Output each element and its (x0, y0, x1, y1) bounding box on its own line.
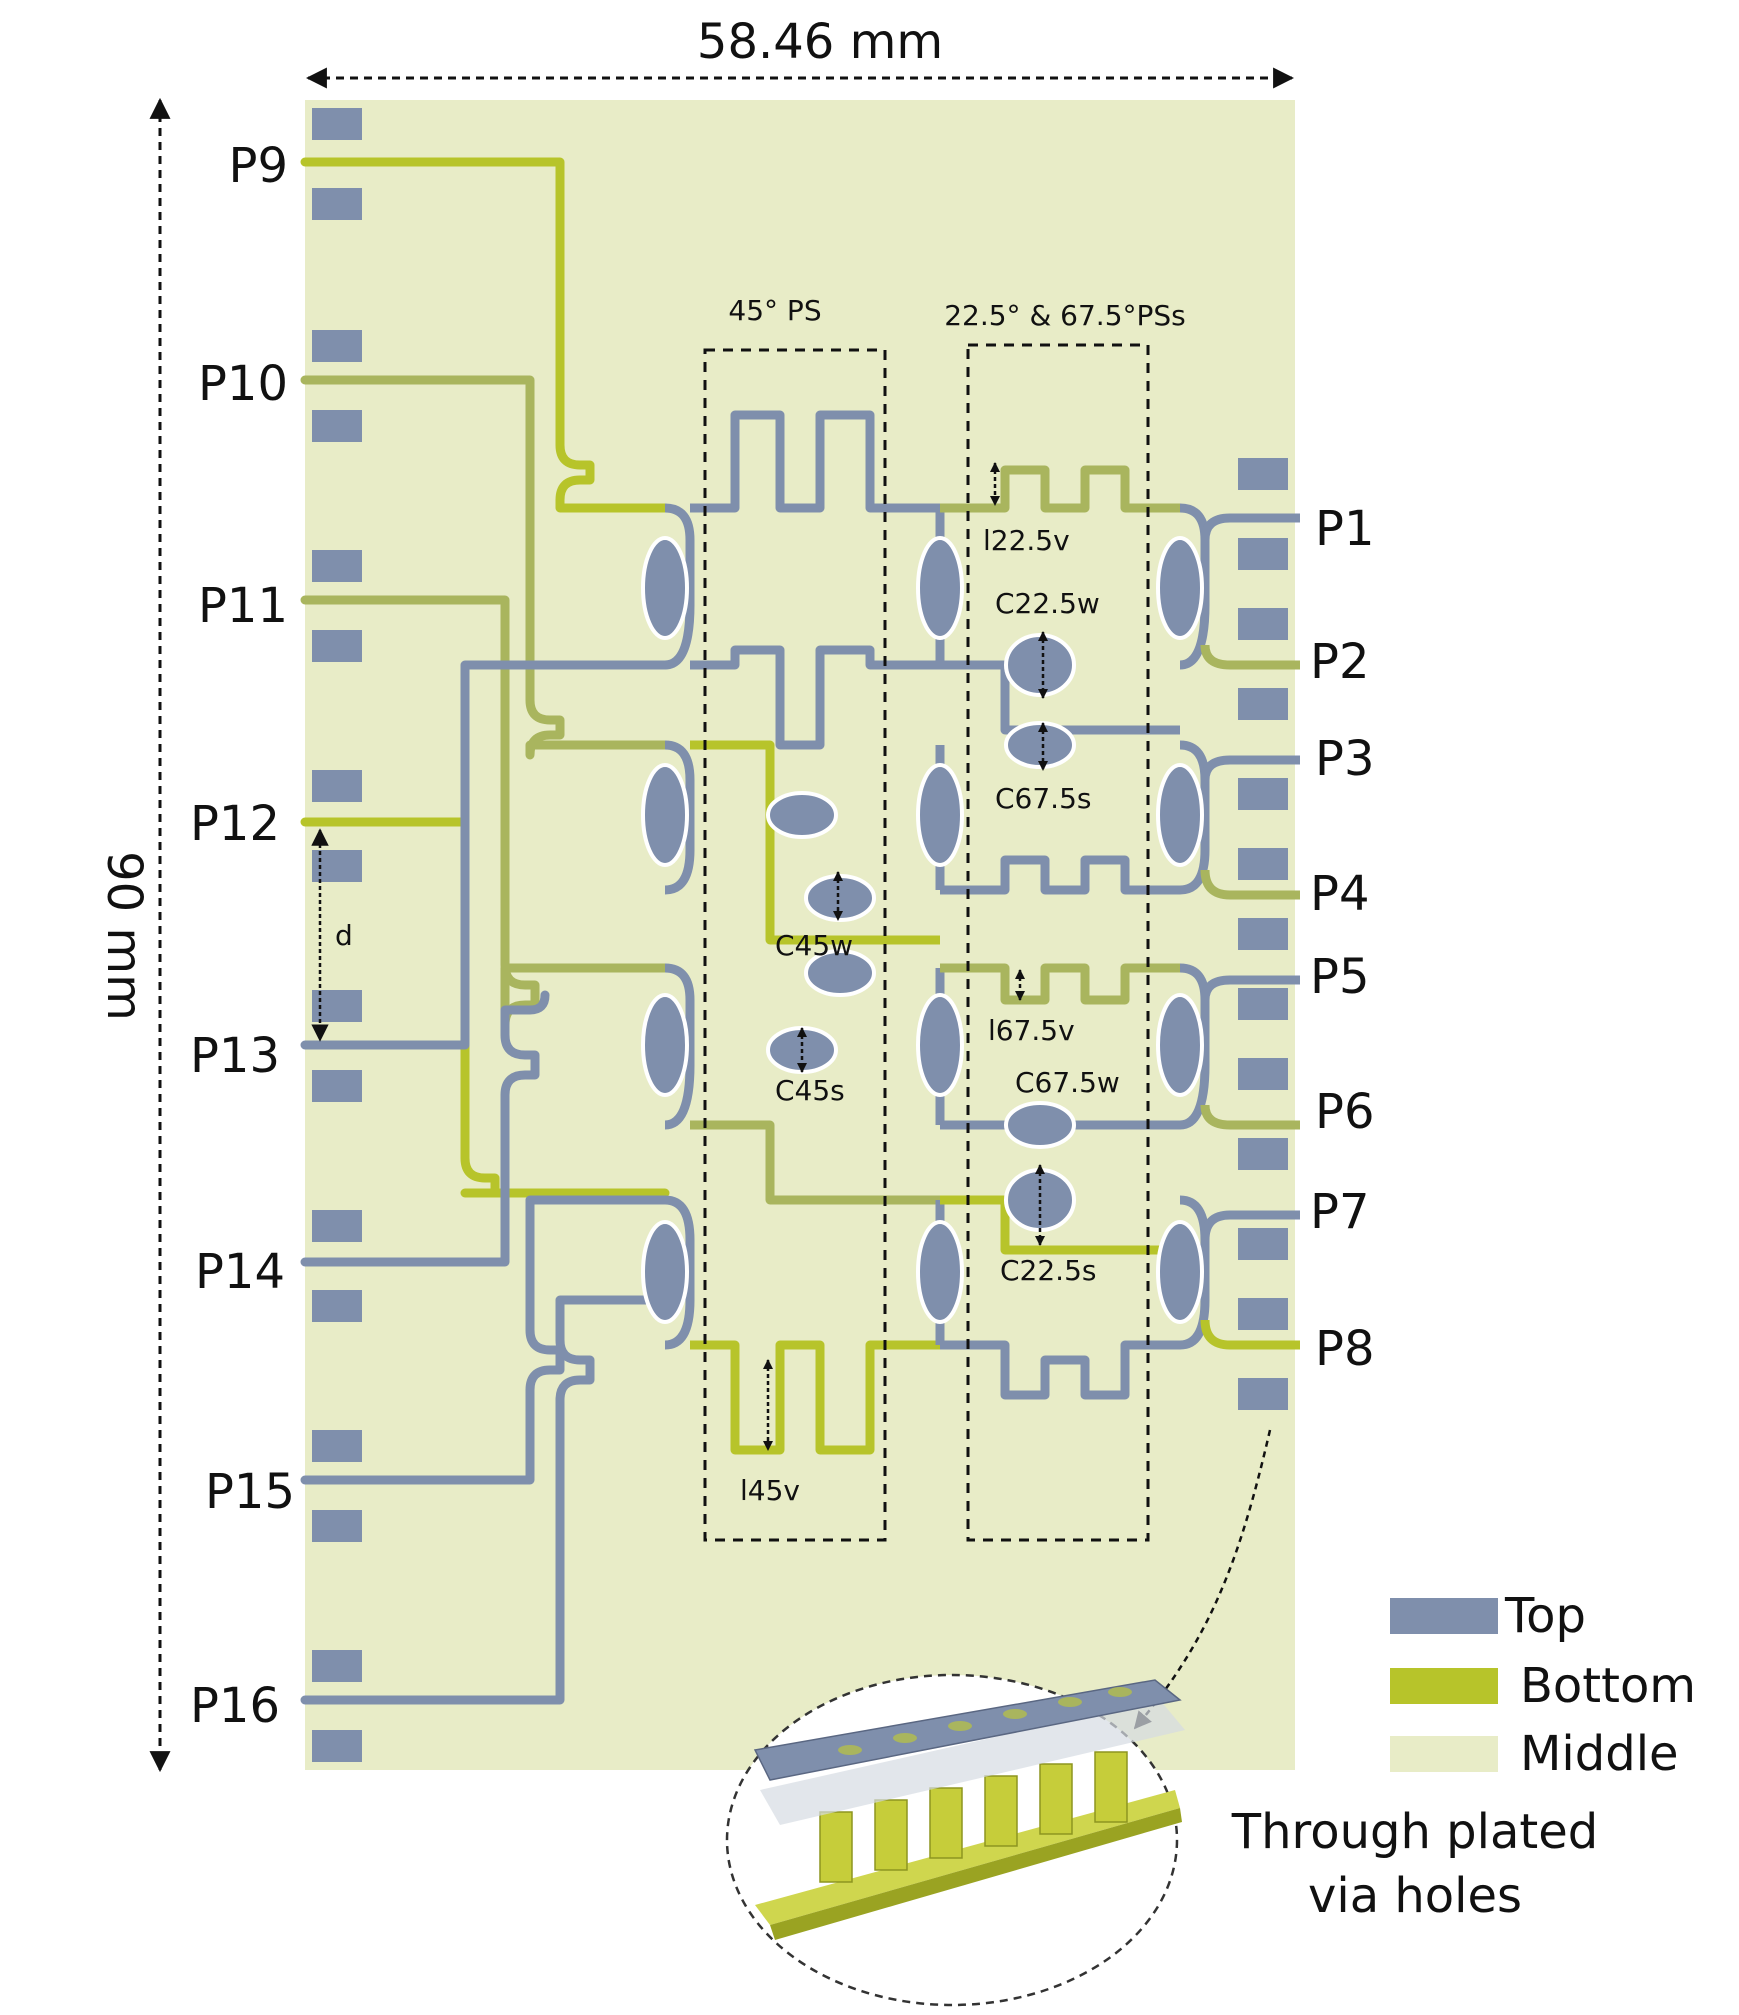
ps45-region-label: 45° PS (728, 294, 821, 327)
port-label: P4 (1310, 866, 1369, 922)
param-l45v: l45v (740, 1474, 800, 1507)
inset-caption-line2: via holes (1308, 1868, 1522, 1924)
param-c67-5w: C67.5w (1015, 1066, 1120, 1099)
ps45-region-box (703, 348, 887, 1542)
left-pad-column (312, 108, 362, 1762)
legend-label-bottom: Bottom (1520, 1658, 1696, 1714)
right-port-labels: P1 P2 P3 P4 P5 P6 P7 P8 (1310, 501, 1374, 1377)
legend-swatch-bottom (1390, 1668, 1498, 1704)
port-label: P15 (205, 1464, 295, 1520)
inset-caption-line1: Through plated (1231, 1804, 1598, 1860)
param-d: d (335, 919, 353, 952)
port-label: P12 (190, 796, 280, 852)
legend-swatch-middle (1390, 1736, 1498, 1772)
param-l22-5v: l22.5v (983, 524, 1070, 557)
port-label: P11 (198, 578, 288, 634)
port-label: P3 (1315, 731, 1374, 787)
param-c67-5s: C67.5s (995, 782, 1091, 815)
right-pad-column (1238, 458, 1288, 1410)
port-label: P16 (190, 1678, 280, 1734)
port-label: P10 (198, 356, 288, 412)
param-c45s: C45s (775, 1074, 845, 1107)
ps-pair-region-box (966, 343, 1150, 1542)
legend: Top Bottom Middle (1390, 1588, 1696, 1782)
param-l67-5v: l67.5v (988, 1014, 1075, 1047)
width-dimension-label: 58.46 mm (697, 14, 943, 70)
parameter-markers (311, 462, 1048, 1451)
port-label: P13 (190, 1028, 280, 1084)
output-traces (1200, 513, 1300, 1350)
param-c22-5w: C22.5w (995, 587, 1100, 620)
port-label: P5 (1310, 949, 1369, 1005)
height-dimension-label: 90 mm (96, 851, 152, 1021)
legend-swatch-top (1390, 1598, 1498, 1634)
port-label: P1 (1315, 501, 1374, 557)
feed-traces (300, 157, 670, 1705)
legend-label-middle: Middle (1520, 1726, 1679, 1782)
left-port-labels: P9 P10 P11 P12 P13 P14 P15 P16 (190, 138, 295, 1734)
port-label: P6 (1315, 1084, 1374, 1140)
coupler-ellipses (641, 536, 1204, 1324)
port-label: P9 (229, 138, 288, 194)
port-label: P7 (1310, 1184, 1369, 1240)
port-label: P8 (1315, 1321, 1374, 1377)
param-c22-5s: C22.5s (1000, 1254, 1096, 1287)
via-inset (725, 1673, 1185, 2007)
param-c45w: C45w (775, 929, 853, 962)
port-label: P14 (195, 1244, 285, 1300)
legend-label-top: Top (1504, 1588, 1586, 1644)
port-label: P2 (1310, 634, 1369, 690)
ps-pair-region-label: 22.5° & 67.5°PSs (944, 299, 1186, 332)
